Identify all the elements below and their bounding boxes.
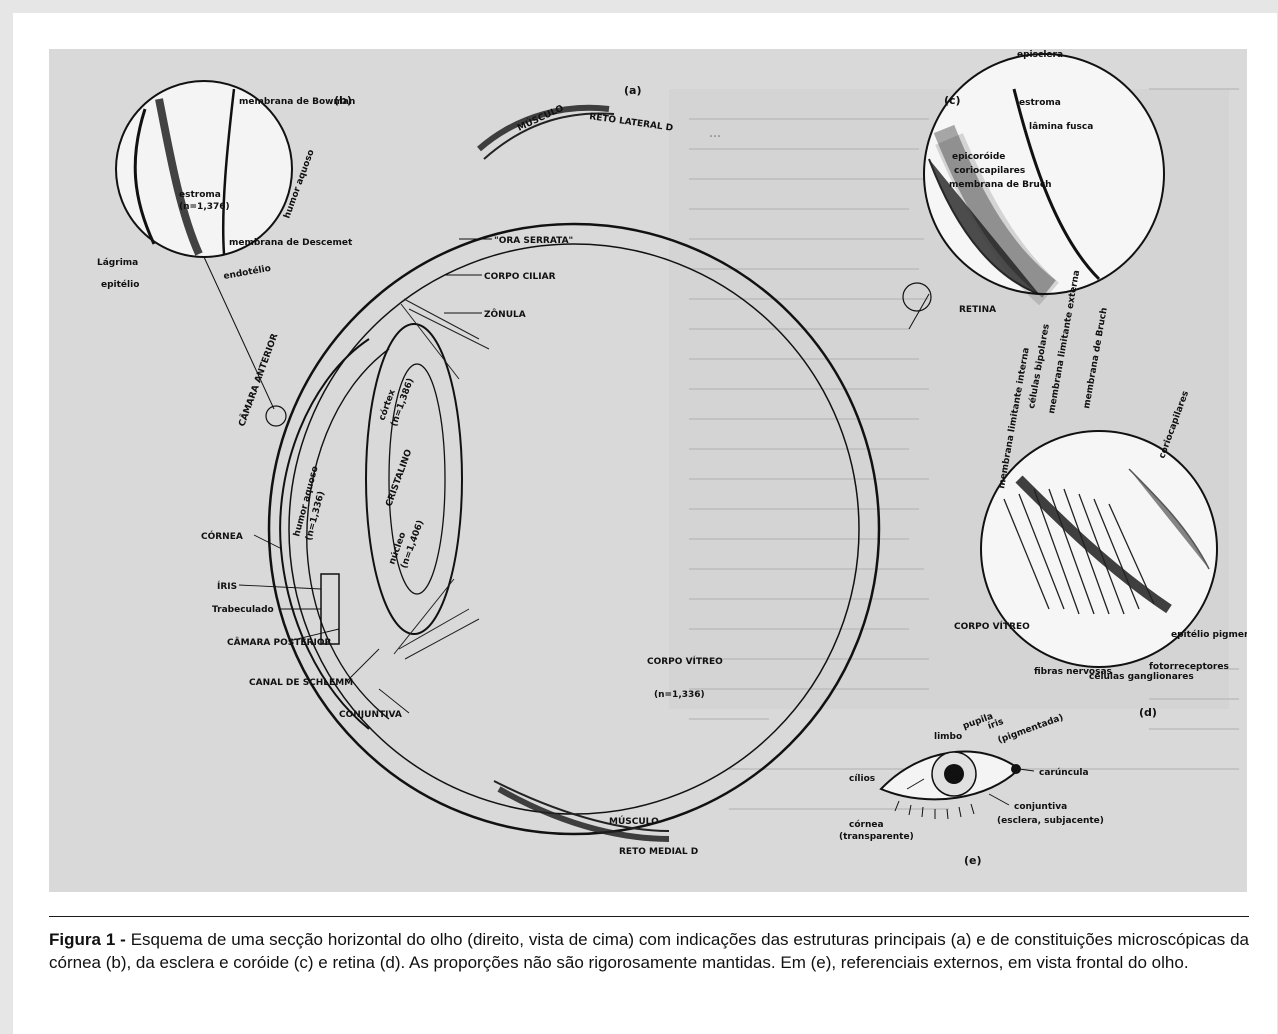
label-retina: RETINA [959,305,996,315]
label-lamina-fusca: lâmina fusca [1029,122,1093,132]
label-iris: ÍRIS [217,580,237,592]
label-epitelio-pigmentar: epitélio pigmentar [1171,629,1247,640]
figure-caption-label: Figura 1 - [49,930,126,949]
label-camara-posterior: CÂMARA POSTERIOR [227,636,331,648]
label-corpo-vitreo: CORPO VÍTREO [647,655,723,667]
label-epicoroide: epicoróide [952,151,1005,162]
label-membrana-descemet: membrana de Descemet [229,238,353,248]
panel-a-letter: (a) [624,84,641,97]
label-estroma-b: estroma [179,190,221,200]
background-text-fragments: ... [709,124,721,141]
label-episclera: episclera [1017,50,1063,60]
label-celulas-ganglionares: células ganglionares [1089,671,1194,682]
svg-text:...: ... [709,124,721,141]
label-reto-medial: RETO MEDIAL D [619,847,698,857]
panel-c-letter: (c) [944,94,961,107]
label-membrana-bruch-c: membrana de Bruch [949,180,1052,190]
label-zonula: ZÔNULA [484,308,526,320]
label-membrana-bowman: membrana de Bowman [239,97,355,107]
label-trabeculado: Trabeculado [212,605,274,615]
label-cornea: CÓRNEA [201,530,243,542]
label-epitelio: epitélio [101,279,139,290]
label-coriocapilares-c: coriocapilares [954,166,1025,176]
figure-caption: Figura 1 - Esquema de uma secção horizon… [49,928,1249,974]
label-musculo-bottom: MÚSCULO [609,815,659,827]
label-vitreo-n: (n=1,336) [654,690,705,700]
label-estroma-b-n: (n=1,376) [179,202,230,212]
label-fotorreceptores: fotorreceptores [1149,662,1229,672]
label-conjuntiva: CONJUNTIVA [339,710,402,720]
label-conjuntiva-sub: (esclera, subjacente) [997,816,1104,826]
label-caruncula: carúncula [1039,768,1089,778]
eye-diagram-svg: ... (b) (a) (c) (d) (e) MÚSCULO RETO LAT… [49,49,1247,892]
label-lagrima: Lágrima [97,258,138,268]
label-corpo-vitreo-d: CORPO VÍTREO [954,620,1030,632]
label-cornea-e: córnea [849,819,884,830]
label-canal-schlemm: CANAL DE SCHLEMM [249,678,353,688]
label-corpo-ciliar: CORPO CILIAR [484,272,556,282]
label-ora-serrata: "ORA SERRATA" [494,236,573,246]
page: ... (b) (a) (c) (d) (e) MÚSCULO RETO LAT… [13,13,1277,1034]
label-cornea-transparente: (transparente) [839,832,914,842]
caption-rule [49,916,1249,917]
label-cilios: cílios [849,774,875,784]
panel-d-letter: (d) [1139,706,1157,719]
figure-caption-text: Esquema de uma secção horizontal do olho… [49,930,1249,972]
label-estroma-c: estroma [1019,98,1061,108]
label-limbo: limbo [934,732,962,742]
panel-e-letter: (e) [964,854,982,867]
eye-diagram-figure: ... (b) (a) (c) (d) (e) MÚSCULO RETO LAT… [49,49,1247,892]
label-conjuntiva-e: conjuntiva [1014,802,1067,812]
